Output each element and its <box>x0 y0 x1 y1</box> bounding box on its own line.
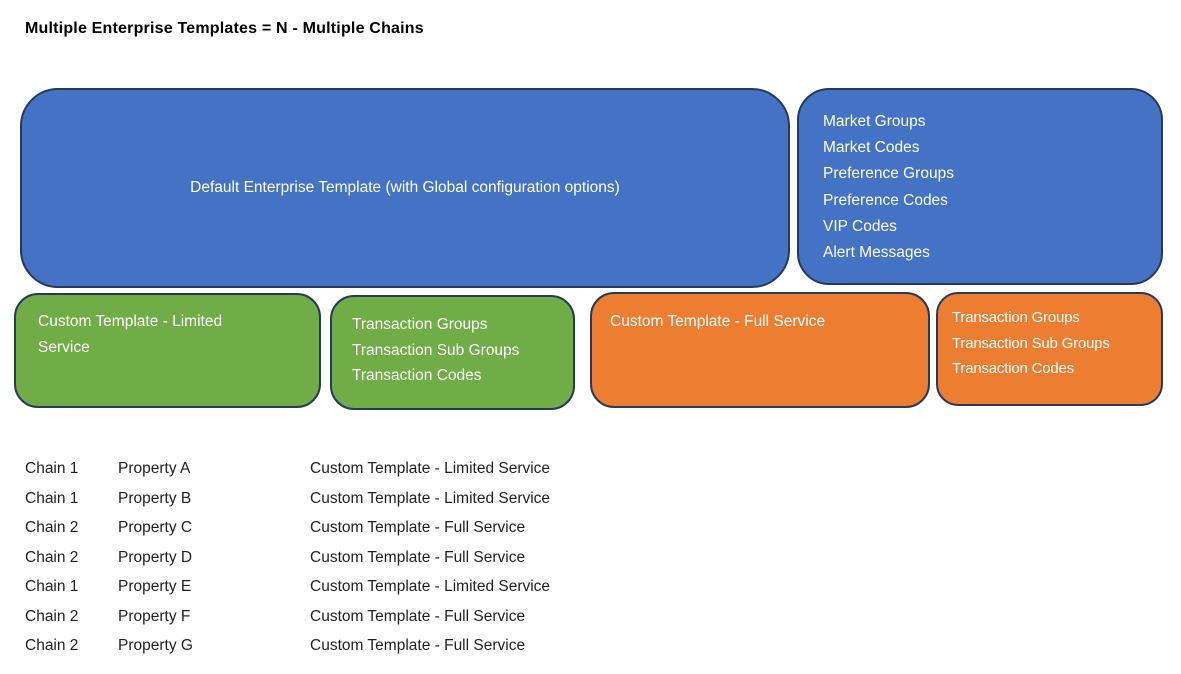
table-row: Chain 2 Property G Custom Template - Ful… <box>25 631 550 661</box>
property-cell: Property B <box>118 489 192 507</box>
table-row: Chain 2 Property F Custom Template - Ful… <box>25 602 550 632</box>
global-option-item: Market Codes <box>823 139 920 157</box>
template-cell: Custom Template - Limited Service <box>310 578 551 595</box>
transaction-item: Transaction Codes <box>952 360 1074 377</box>
custom-template-full-label: Custom Template - Full Service <box>610 313 826 330</box>
global-option-item: Alert Messages <box>823 244 930 262</box>
global-options-box: Market Groups Market Codes Preference Gr… <box>797 88 1163 285</box>
transaction-item: Transaction Sub Groups <box>352 341 520 359</box>
chain-cell: Chain 1 <box>25 489 79 507</box>
template-cell: Custom Template - Limited Service <box>310 460 551 477</box>
template-cell: Custom Template - Full Service <box>310 548 526 566</box>
global-option-item: Preference Groups <box>823 165 954 183</box>
full-transaction-items-box: Transaction Groups Transaction Sub Group… <box>936 292 1163 406</box>
chain-assignment-table: Chain 1 Property A Custom Template - Lim… <box>25 454 550 661</box>
transaction-item: Transaction Sub Groups <box>952 334 1110 352</box>
default-enterprise-template-label: Default Enterprise Template (with Global… <box>190 179 620 196</box>
property-cell: Property C <box>118 519 193 536</box>
global-option-item: VIP Codes <box>823 217 897 235</box>
page-title: Multiple Enterprise Templates = N - Mult… <box>25 20 424 37</box>
limited-transaction-items-box: Transaction Groups Transaction Sub Group… <box>330 295 575 410</box>
chain-cell: Chain 2 <box>25 607 79 625</box>
table-row: Chain 1 Property A Custom Template - Lim… <box>25 454 550 484</box>
table-row: Chain 1 Property B Custom Template - Lim… <box>25 484 550 514</box>
global-option-item: Market Groups <box>823 113 926 130</box>
template-cell: Custom Template - Full Service <box>310 519 526 536</box>
global-option-item: Preference Codes <box>823 191 948 209</box>
default-enterprise-template-box: Default Enterprise Template (with Global… <box>20 88 790 288</box>
chain-cell: Chain 1 <box>25 578 79 595</box>
table-row: Chain 1 Property E Custom Template - Lim… <box>25 572 550 602</box>
transaction-item: Transaction Codes <box>352 367 482 384</box>
custom-template-full-box: Custom Template - Full Service <box>590 292 930 408</box>
template-cell: Custom Template - Full Service <box>310 637 526 654</box>
custom-template-limited-label: Custom Template - Limited Service <box>38 313 223 356</box>
property-cell: Property F <box>118 607 191 625</box>
template-cell: Custom Template - Full Service <box>310 607 526 625</box>
chain-cell: Chain 1 <box>25 460 79 477</box>
table-row: Chain 2 Property D Custom Template - Ful… <box>25 543 550 573</box>
table-row: Chain 2 Property C Custom Template - Ful… <box>25 513 550 543</box>
property-cell: Property D <box>118 548 193 566</box>
property-cell: Property G <box>118 637 193 654</box>
chain-cell: Chain 2 <box>25 519 79 536</box>
property-cell: Property E <box>118 578 192 595</box>
custom-template-limited-box: Custom Template - Limited Service <box>14 293 321 408</box>
property-cell: Property A <box>118 460 191 477</box>
transaction-item: Transaction Groups <box>952 309 1080 326</box>
transaction-item: Transaction Groups <box>352 316 488 333</box>
template-cell: Custom Template - Limited Service <box>310 489 551 507</box>
chain-cell: Chain 2 <box>25 548 79 566</box>
chain-cell: Chain 2 <box>25 637 79 654</box>
